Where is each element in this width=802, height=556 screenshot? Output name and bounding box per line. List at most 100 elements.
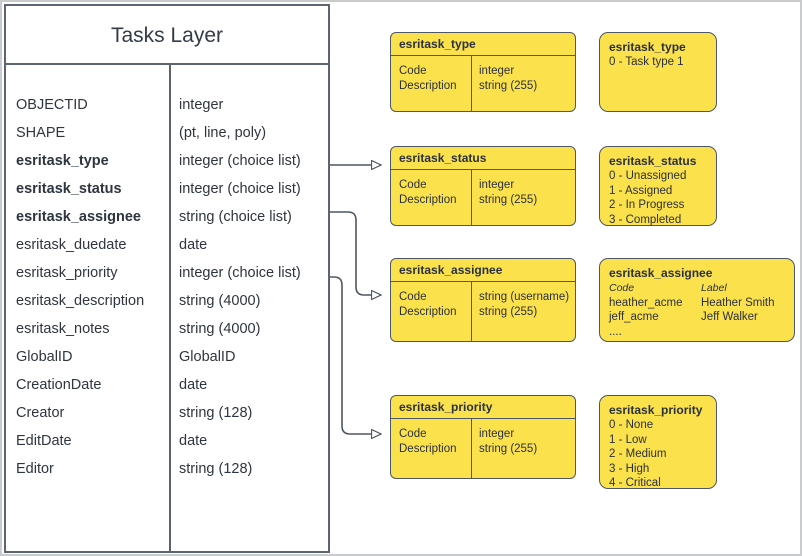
domain-field-type: integer (479, 428, 515, 440)
value-box-row: jeff_acme Jeff Walker (609, 310, 785, 325)
field-type: string (128) (179, 405, 253, 421)
value-code: jeff_acme (609, 311, 659, 323)
field-name: esritask_priority (16, 265, 118, 281)
domain-field-label: Code (399, 291, 427, 303)
domain-box-esritask-priority[interactable]: esritask_priority Code Description integ… (390, 395, 576, 479)
domain-box-right-column: integer string (255) (479, 427, 537, 457)
field-type: GlobalID (179, 349, 236, 365)
field-name: Creator (16, 405, 65, 421)
domain-field-type: integer (479, 179, 515, 191)
value-box-ellipsis: .... (609, 325, 622, 338)
table-row: SHAPE(pt, line, poly) (6, 119, 328, 147)
value-box-entry: 2 - Medium (609, 448, 667, 460)
value-box-title: esritask_priority (609, 403, 703, 417)
page-title: Tasks Layer (6, 6, 328, 65)
field-name: EditDate (16, 433, 72, 449)
field-name: esritask_notes (16, 321, 110, 337)
field-type: integer (choice list) (179, 265, 301, 281)
table-column-divider (169, 65, 171, 551)
table-row: esritask_priority integer (choice list) (6, 259, 328, 287)
value-box-esritask-type[interactable]: esritask_type 0 - Task type 1 (599, 32, 717, 112)
value-box-row: heather_acme Heather Smith (609, 296, 785, 311)
field-name: esritask_type (16, 153, 109, 169)
field-type: integer (choice list) (179, 153, 301, 169)
table-row: GlobalID GlobalID (6, 343, 328, 371)
field-type: integer (179, 97, 224, 113)
field-type: date (179, 237, 208, 253)
domain-field-type: string (username) (479, 291, 570, 303)
field-type: date (179, 377, 208, 393)
field-name: esritask_assignee (16, 209, 141, 225)
value-box-entry: 0 - Unassigned (609, 170, 687, 182)
domain-box-title: esritask_priority (391, 396, 575, 419)
value-box-esritask-assignee[interactable]: esritask_assignee Code Label heather_acm… (599, 258, 795, 342)
domain-box-esritask-assignee[interactable]: esritask_assignee Code Description strin… (390, 258, 576, 342)
table-row: CreationDate date (6, 371, 328, 399)
value-box-entry: 4 - Critical (609, 477, 661, 489)
domain-field-label: Description (399, 194, 457, 206)
domain-box-right-column: string (username) string (255) (479, 290, 569, 320)
value-box-entry: 1 - Assigned (609, 184, 673, 197)
value-code: heather_acme (609, 296, 683, 309)
value-box-column-headers: Code Label (609, 281, 785, 296)
domain-field-label: Description (399, 443, 457, 455)
field-name: GlobalID (16, 349, 73, 365)
domain-box-left-column: Code Description (399, 64, 457, 94)
domain-box-divider (471, 282, 472, 341)
domain-field-type: string (255) (479, 80, 538, 92)
field-type: string (4000) (179, 321, 261, 337)
table-row: Creator string (128) (6, 399, 328, 427)
value-box-entry: 0 - Task type 1 (609, 56, 684, 68)
table-row: esritask_type integer (choice list) (6, 147, 328, 175)
domain-box-title: esritask_assignee (391, 259, 575, 282)
value-label: Jeff Walker (701, 311, 758, 323)
value-box-esritask-status[interactable]: esritask_status 0 - Unassigned 1 - Assig… (599, 146, 717, 226)
domain-box-divider (471, 170, 472, 225)
field-name: esritask_description (16, 293, 145, 309)
field-name: esritask_status (16, 181, 122, 197)
field-name: esritask_duedate (16, 237, 127, 253)
value-box-title: esritask_assignee (609, 266, 713, 280)
field-type: integer (choice list) (179, 181, 301, 197)
value-box-entry: 2 - In Progress (609, 199, 685, 211)
field-type: string (4000) (179, 293, 261, 309)
domain-field-label: Code (399, 179, 427, 191)
table-row: EditDate date (6, 427, 328, 455)
domain-box-divider (471, 56, 472, 111)
domain-box-left-column: Code Description (399, 427, 457, 457)
domain-field-label: Description (399, 80, 457, 92)
field-type: date (179, 433, 208, 449)
domain-box-right-column: integer string (255) (479, 178, 537, 208)
table-row: OBJECTID integer (6, 91, 328, 119)
domain-field-label: Description (399, 306, 457, 318)
domain-field-label: Code (399, 428, 427, 440)
domain-box-esritask-status[interactable]: esritask_status Code Description integer… (390, 146, 576, 226)
table-row: esritask_description string (4000) (6, 287, 328, 315)
domain-box-right-column: integer string (255) (479, 64, 537, 94)
field-name: OBJECTID (16, 97, 88, 113)
domain-field-type: string (255) (479, 194, 538, 206)
value-box-entry: 1 - Low (609, 433, 647, 446)
domain-box-left-column: Code Description (399, 178, 457, 208)
value-box-esritask-priority[interactable]: esritask_priority 0 - None 1 - Low 2 - M… (599, 395, 717, 489)
domain-box-divider (471, 419, 472, 478)
value-box-title: esritask_status (609, 154, 697, 168)
field-name: CreationDate (16, 377, 102, 393)
domain-box-title: esritask_type (391, 33, 575, 56)
value-box-entry: 0 - None (609, 419, 654, 431)
label-column-header: Label (701, 282, 727, 294)
value-label: Heather Smith (701, 296, 775, 309)
domain-box-left-column: Code Description (399, 290, 457, 320)
domain-field-type: integer (479, 65, 515, 77)
table-row: esritask_duedate date (6, 231, 328, 259)
field-type: string (choice list) (179, 209, 292, 225)
field-type: (pt, line, poly) (179, 125, 267, 141)
domain-box-esritask-type[interactable]: esritask_type Code Description integer s… (390, 32, 576, 112)
table-row: esritask_status integer (choice list) (6, 175, 328, 203)
field-type: string (128) (179, 461, 253, 477)
value-box-entry: 3 - High (609, 462, 650, 475)
